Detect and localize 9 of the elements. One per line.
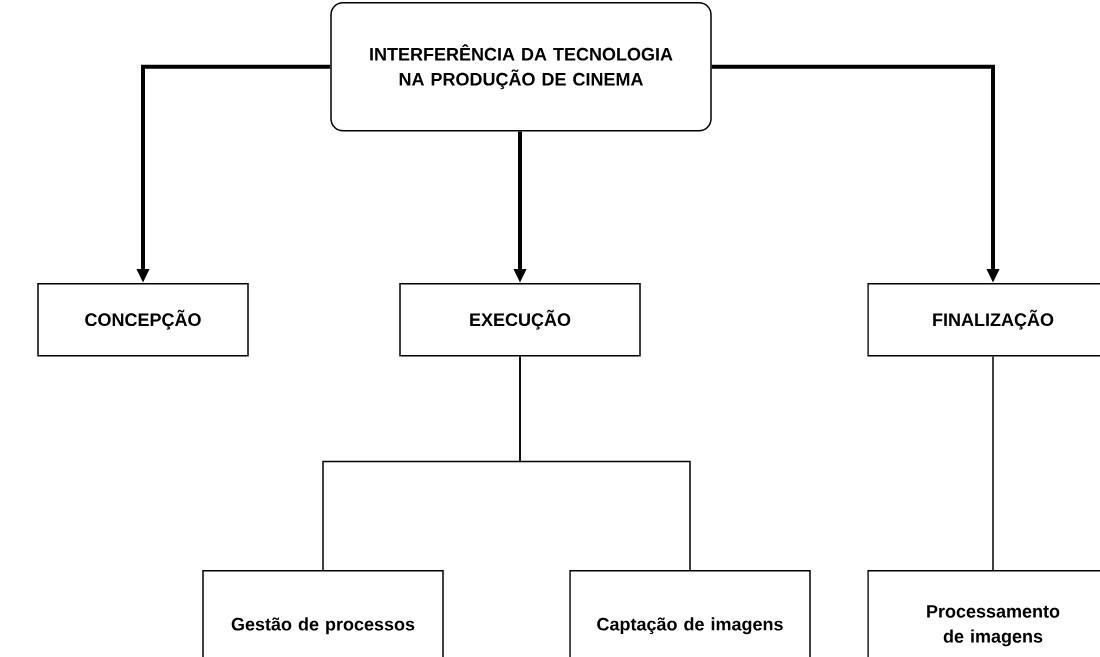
- connector: [519, 355, 691, 571]
- box: CONCEPÇÃO: [37, 283, 249, 357]
- box: Processamento de imagens: [867, 570, 1100, 657]
- box: Captação de imagens: [569, 570, 811, 657]
- box: FINALIZAÇÃO: [867, 283, 1100, 357]
- connector: [992, 355, 994, 571]
- box: Gestão de processos: [202, 570, 444, 657]
- rounded-box: INTERFERÊNCIA DA TECNOLOGIA NA PRODUÇÃO DE CINEMA: [330, 2, 712, 132]
- box: EXECUÇÃO: [399, 283, 641, 357]
